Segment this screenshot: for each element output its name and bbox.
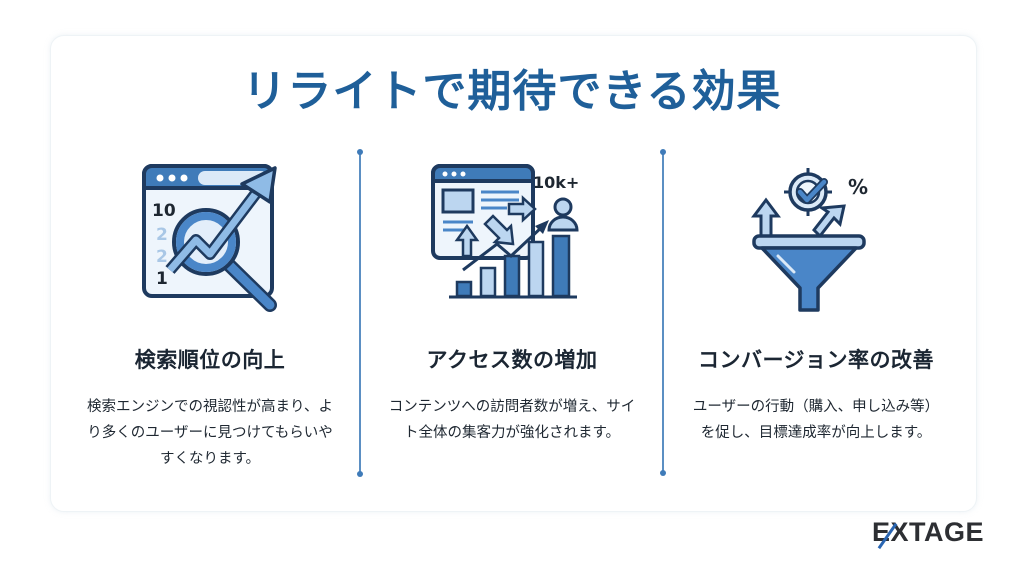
svg-text:%: % [848,175,868,199]
benefit-column-search-ranking: 10 2 2 1 検索順位の向上 検索エンジンでの視認性が高まり、より多くのユー… [60,160,360,472]
column-divider [660,149,666,476]
benefit-heading: コンバージョン率の改善 [697,348,935,372]
conversion-funnel-icon: % [736,160,896,320]
benefit-heading: アクセス数の増加 [426,348,598,372]
page-title: リライトで期待できる効果 [242,66,782,117]
divider-dot [660,149,666,155]
divider-dot [357,471,363,477]
benefit-column-conversion: % コンバージョン率の改善 ユーザーの行動（購入、申し込み等）を促し、目標達成率… [666,160,966,446]
svg-text:10k+: 10k+ [533,173,579,192]
benefit-heading: 検索順位の向上 [134,348,286,372]
search-ranking-icon: 10 2 2 1 [130,160,290,320]
svg-text:2: 2 [156,225,168,245]
traffic-growth-icon: 10k+ [431,160,592,320]
benefit-description: 検索エンジンでの視認性が高まり、より多くのユーザーに見つけてもらいやすくなります… [87,399,333,467]
svg-text:1: 1 [156,269,168,289]
column-divider [357,149,363,477]
benefit-description: コンテンツへの訪問者数が増え、サイト全体の集客力が強化されます。 [388,399,636,441]
divider-dot [357,149,363,155]
svg-text:2: 2 [156,247,168,267]
benefit-description: ユーザーの行動（購入、申し込み等）を促し、目標達成率が向上します。 [692,399,940,441]
benefit-column-traffic: 10k+ アクセス数の増加 コンテンツへの訪問者数が増え、サイト全体の集客力が強… [362,160,662,446]
extage-logo: EXTAGE [872,517,984,550]
divider-dot [660,470,666,476]
svg-text:10: 10 [152,201,176,221]
